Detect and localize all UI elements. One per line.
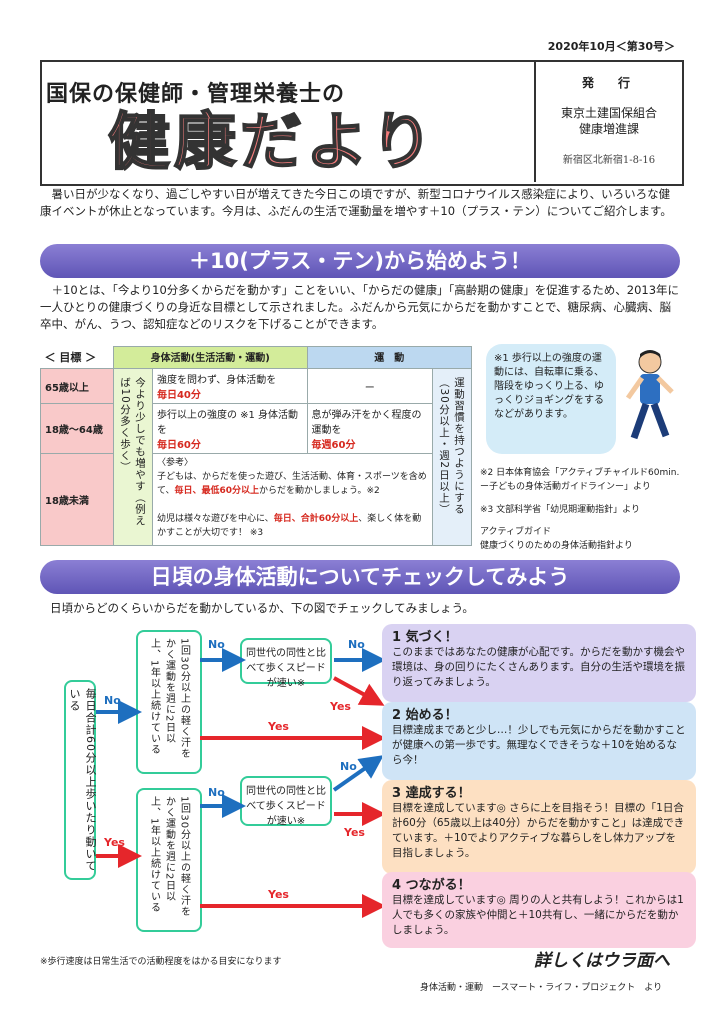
note1-bubble: ※1 歩行以上の強度の運動には、自転車に乗る、階段をゆっくり上る、ゆっくりジョギ…	[486, 344, 616, 454]
result-3-title: 3 達成する！	[392, 786, 471, 801]
section2-lead: 日頃からどのくらいからだを動かしているか、下の図でチェックしてみましょう。	[50, 601, 474, 615]
table-header-activity: 身体活動(生活活動・運動)	[112, 346, 308, 369]
label-yes-2: Yes	[268, 720, 289, 733]
flow-start: 毎日合計60分以上歩いたり動いている	[64, 680, 97, 880]
result-4-body: 目標を達成しています◎ 周りの人と共有しよう！これからは1人でも多くの家族や仲間…	[392, 894, 684, 936]
result-3-body: 目標を達成しています◎ さらに上を目指そう！目標の「1日合計60分（65歳以上は…	[392, 802, 685, 859]
footer-source: 身体活動・運動 ースマート・ライフ・プロジェクト より	[420, 983, 663, 993]
age-65-label: 65歳以上	[40, 368, 114, 404]
result-2-body: 目標達成まであと少し…！少しでも元気にからだを動かすことが健康への第一歩です。無…	[392, 724, 686, 766]
ref-heading: 〈参考〉	[156, 458, 193, 468]
ref-text2: からだを動かしましょう。※2	[259, 486, 380, 496]
ref-text1: 子どもは、からだを使った遊び、生活活動、体育・スポーツを含めて、	[156, 472, 427, 496]
a18-text: 歩行以上の強度の ※1 身体活動を	[156, 410, 299, 436]
result-2: 2 始める！目標達成まであと少し…！少しでも元気にからだを動かすことが健康への第…	[382, 702, 696, 780]
activity-vertical-cell: 今より少しでも増やす（例えば10分多く歩く）	[112, 368, 153, 546]
ref-value2: 毎日、合計60分以上	[273, 514, 359, 524]
result-2-title: 2 始める！	[392, 708, 458, 723]
flow-start-text: 毎日合計60分以上歩いたり動いている	[68, 688, 97, 872]
label-yes-4: Yes	[344, 826, 365, 839]
table-header-goal: ＜ 目標 ＞	[44, 350, 97, 364]
section1-body: ＋10とは、「今より10分多くからだを動かす」ことをいい、「からだの健康」「高齢…	[40, 283, 680, 331]
note4-body: 健康づくりのための身体活動指針より	[480, 541, 633, 551]
result-1: 1 気づく！このままではあなたの健康が心配です。からだを動かす機会や環境は、身の…	[382, 624, 696, 702]
flow-q1-bottom-text: 1回30分以上の軽く汗をかく運動を週に2日以上、1年以上続けている	[148, 796, 190, 918]
label-yes-1: Yes	[104, 836, 125, 849]
publisher-address: 新宿区北新宿1-8-16	[562, 155, 656, 166]
ref-value1: 毎日、最低60分以上	[174, 486, 260, 496]
a65-value: 毎日40分	[156, 390, 201, 401]
see-back-page: 詳しくはウラ面へ	[534, 951, 670, 971]
masthead-title: 健康だより	[107, 105, 437, 179]
footer-note: ※歩行速度は日常生活での活動程度をはかる目安になります	[40, 957, 282, 967]
ref-text4: 、楽しく体を動かすことが大切です！ ※3	[156, 514, 422, 538]
label-no-4: No	[208, 786, 225, 799]
publisher-name: 東京土建国保組合	[560, 106, 657, 120]
a18-value: 毎日60分	[156, 440, 201, 451]
e18-value: 毎週60分	[311, 440, 356, 451]
result-3: 3 達成する！目標を達成しています◎ さらに上を目指そう！目標の「1日合計60分…	[382, 780, 696, 874]
age-under-18-label: 18歳未満	[40, 453, 114, 546]
label-no-1: No	[104, 694, 121, 707]
result-1-title: 1 気づく！	[392, 630, 458, 645]
label-no-2: No	[208, 638, 225, 651]
a65-text: 強度を問わず、身体活動を	[156, 375, 277, 386]
flow-q2-bottom: 同世代の同性と比べて歩くスピードが速い※	[240, 776, 332, 827]
masthead: 国保の保健師・管理栄養士の 健康だより 発 行 東京土建国保組合 健康増進課 新…	[40, 60, 684, 186]
publisher-box: 発 行 東京土建国保組合 健康増進課 新宿区北新宿1-8-16	[534, 62, 682, 182]
section2-title: 日頃の身体活動についてチェックしてみよう	[40, 560, 680, 594]
goal-table: ＜ 目標 ＞ 身体活動(生活活動・運動) 運 動 65歳以上 今より少しでも増や…	[40, 346, 473, 546]
publisher-dept: 健康増進課	[578, 122, 639, 136]
label-yes-3: Yes	[330, 700, 351, 713]
intro-text: 暑い日が少なくなり、過ごしやすい日が増えてきた今日この頃ですが、新型コロナウイル…	[40, 187, 672, 218]
masthead-org: 国保の保健師・管理栄養士の	[46, 82, 346, 107]
note3: ※3 文部科学省「幼児期運動指針」より	[480, 505, 640, 515]
exercise-vertical-text: 運動習慣を持つようにする（30分以上・週2日以上）	[437, 377, 465, 516]
label-yes-5: Yes	[268, 888, 289, 901]
publisher-heading: 発 行	[581, 76, 636, 90]
label-no-5: No	[340, 760, 357, 773]
ref-text3: 幼児は様々な遊びを中心に、	[156, 514, 274, 524]
age-18-64-label: 18歳〜64歳	[40, 403, 114, 454]
flow-q1-top-text: 1回30分以上の軽く汗をかく運動を週に2日以上、1年以上続けている	[148, 638, 190, 760]
table-header-exercise: 運 動	[306, 346, 473, 369]
result-4-title: 4 つながる！	[392, 878, 471, 893]
note2: ※2 日本体育協会「アクティブチャイルド60min.ー子どもの身体活動ガイドライ…	[480, 468, 680, 492]
section1-title: ＋10(プラス・テン)から始めよう！	[40, 244, 680, 278]
label-no-3: No	[348, 638, 365, 651]
result-1-body: このままではあなたの健康が心配です。からだを動かす機会や環境は、身の回りにたくさ…	[392, 646, 685, 688]
result-4: 4 つながる！目標を達成しています◎ 周りの人と共有しよう！これからは1人でも多…	[382, 872, 696, 948]
issue-number: 2020年10月＜第30号＞	[547, 40, 675, 53]
exercise-vertical-cell: 運動習慣を持つようにする（30分以上・週2日以上）	[431, 368, 473, 546]
walking-person-icon	[625, 350, 674, 440]
e18-text: 息が弾み汗をかく程度の運動を	[311, 410, 422, 436]
activity-vertical-text: 今より少しでも増やす（例えば10分多く歩く）	[118, 377, 146, 527]
note4-title: アクティブガイド	[480, 527, 552, 537]
